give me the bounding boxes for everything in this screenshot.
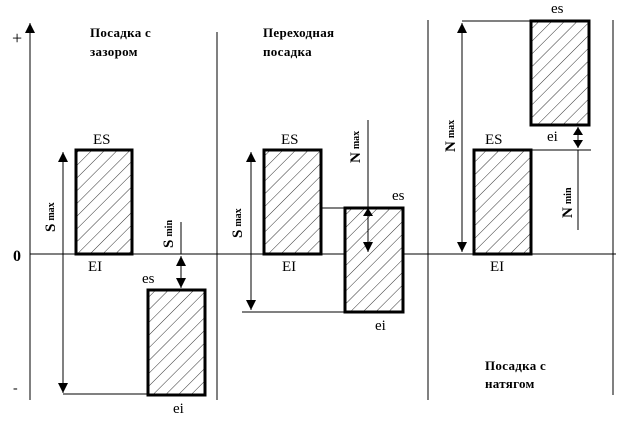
panel-interference-fit: ES EI es ei Nmax Nmin Посадка с натягом	[443, 1, 591, 391]
hole-lower-deviation-label: EI	[282, 259, 296, 275]
shaft-lower-deviation-label: ei	[375, 318, 386, 334]
shaft-lower-deviation-label: ei	[547, 129, 558, 145]
hole-upper-deviation-label: ES	[93, 132, 111, 148]
panel-title-line2: натягом	[485, 376, 535, 391]
shaft-upper-deviation-label: es	[551, 1, 564, 17]
hole-lower-deviation-label: EI	[88, 259, 102, 275]
svg-text:Nmax: Nmax	[348, 131, 364, 163]
hole-upper-deviation-label: ES	[485, 132, 503, 148]
shaft-upper-deviation-label: es	[142, 271, 155, 287]
hole-lower-deviation-label: EI	[490, 259, 504, 275]
shaft-tolerance-field	[146, 288, 207, 397]
svg-text:Smax: Smax	[230, 208, 246, 238]
svg-text:Smin: Smin	[161, 220, 177, 248]
svg-text:Nmax: Nmax	[443, 120, 459, 152]
shaft-lower-deviation-label: ei	[173, 401, 184, 417]
arrow-head	[573, 140, 583, 148]
svg-text:Nmin: Nmin	[560, 187, 576, 218]
smax-label: Smax	[43, 202, 59, 232]
svg-text:Smax: Smax	[43, 202, 59, 232]
smin-label: Smin	[161, 220, 177, 248]
panel-clearance-fit: Посадка с зазором ES EI es ei Smax Smin	[43, 25, 207, 417]
panel-title-line1: Переходная	[263, 25, 334, 40]
hole-tolerance-field	[472, 148, 533, 256]
shaft-upper-deviation-label: es	[392, 188, 405, 204]
panel-title-line1: Посадка с	[485, 358, 546, 373]
panel-title-line2: зазором	[90, 44, 138, 59]
nmax-label: Nmax	[443, 120, 459, 152]
nmax-label: Nmax	[348, 131, 364, 163]
panel-title-line1: Посадка с	[90, 25, 151, 40]
arrow-head	[573, 127, 583, 135]
arrow-head	[363, 208, 373, 216]
shaft-tolerance-field	[529, 19, 591, 127]
hole-tolerance-field	[262, 148, 323, 256]
shaft-tolerance-field	[343, 206, 405, 314]
axis-plus-label: +	[12, 28, 22, 48]
panel-title-line2: посадка	[263, 44, 312, 59]
vertical-axis: + 0 -	[12, 23, 35, 400]
axis-minus-label: -	[13, 381, 18, 396]
hole-upper-deviation-label: ES	[281, 132, 299, 148]
axis-zero-label: 0	[13, 248, 21, 265]
hole-tolerance-field	[74, 148, 134, 256]
nmin-label: Nmin	[560, 187, 576, 218]
panel-transition-fit: Переходная посадка ES EI es ei Smax Nmax	[230, 25, 405, 334]
smax-label: Smax	[230, 208, 246, 238]
